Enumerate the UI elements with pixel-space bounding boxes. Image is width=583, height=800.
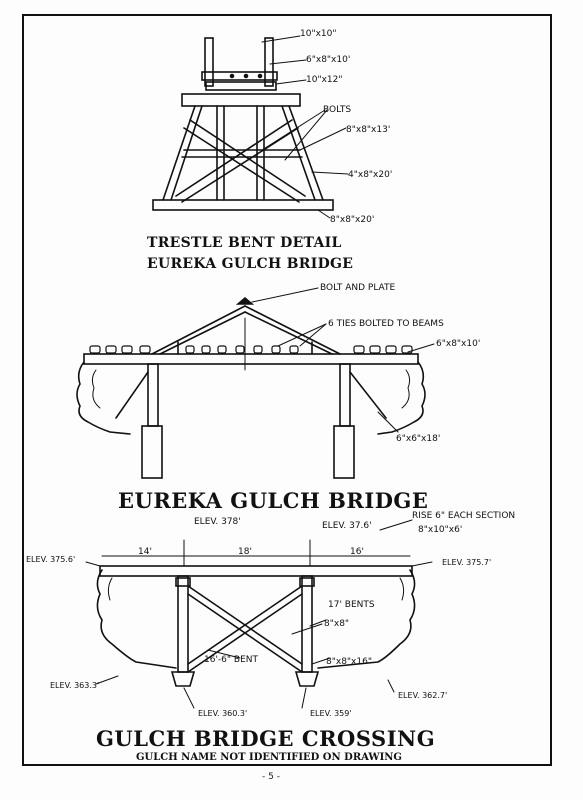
label-base: 8"x8"x20' xyxy=(330,215,374,225)
label-post-size: 8"x8" xyxy=(324,619,349,629)
crossing-title: GULCH BRIDGE CROSSING xyxy=(96,726,436,751)
crossing-drawing xyxy=(85,519,433,709)
label-bolt-plate: BOLT AND PLATE xyxy=(320,283,396,293)
label-span3: 16' xyxy=(350,547,364,557)
label-crossing-sill: 8"x8"x16" xyxy=(326,657,372,667)
label-elev-left-bot: ELEV. 363.3' xyxy=(50,681,99,690)
trestle-bent-drawing xyxy=(152,35,349,219)
label-crossing-beam: 8"x10"x6' xyxy=(418,525,462,535)
page-number: - 5 - xyxy=(262,772,280,782)
label-eureka-post: 6"x6"x18' xyxy=(396,434,440,444)
crossing-subtitle: GULCH NAME NOT IDENTIFIED ON DRAWING xyxy=(136,752,402,763)
label-ties: 6 TIES BOLTED TO BEAMS xyxy=(328,319,444,329)
label-span2: 18' xyxy=(238,547,252,557)
label-elev-b: ELEV. 37.6' xyxy=(322,521,372,531)
label-elev-mid-right: ELEV. 359' xyxy=(310,709,352,718)
label-sill: 10"x12" xyxy=(306,75,343,85)
label-cap-beam: 6"x8"x10' xyxy=(306,55,350,65)
eureka-title: EUREKA GULCH BRIDGE xyxy=(118,488,429,513)
label-eureka-beam: 6"x8"x10' xyxy=(436,339,480,349)
label-elev-right-top: ELEV. 375.7' xyxy=(442,558,491,567)
label-bent: 16'-6" BENT xyxy=(204,655,258,665)
label-elev-right-bot: ELEV. 362.7' xyxy=(398,691,447,700)
trestle-caption-line1: TRESTLE BENT DETAIL xyxy=(147,235,342,251)
handwritten-labels: 10"x10" 6"x8"x10' 10"x12" BOLTS 8"x8"x13… xyxy=(26,29,515,718)
label-top-post: 10"x10" xyxy=(300,29,337,39)
label-span1: 14' xyxy=(138,547,152,557)
label-rise: RISE 6" EACH SECTION xyxy=(412,511,515,521)
label-brace2: 4"x8"x20' xyxy=(348,170,392,180)
label-brace1: 8"x8"x13' xyxy=(346,125,390,135)
label-elev-a: ELEV. 378' xyxy=(194,517,241,527)
label-bents: 17' BENTS xyxy=(328,600,375,610)
page-border xyxy=(22,14,552,766)
label-elev-mid-left: ELEV. 360.3' xyxy=(198,709,247,718)
eureka-bridge-drawing xyxy=(76,287,435,479)
label-bolts: BOLTS xyxy=(323,105,351,115)
trestle-caption-line2: EUREKA GULCH BRIDGE xyxy=(147,256,354,272)
label-elev-left-top: ELEV. 375.6' xyxy=(26,555,75,564)
